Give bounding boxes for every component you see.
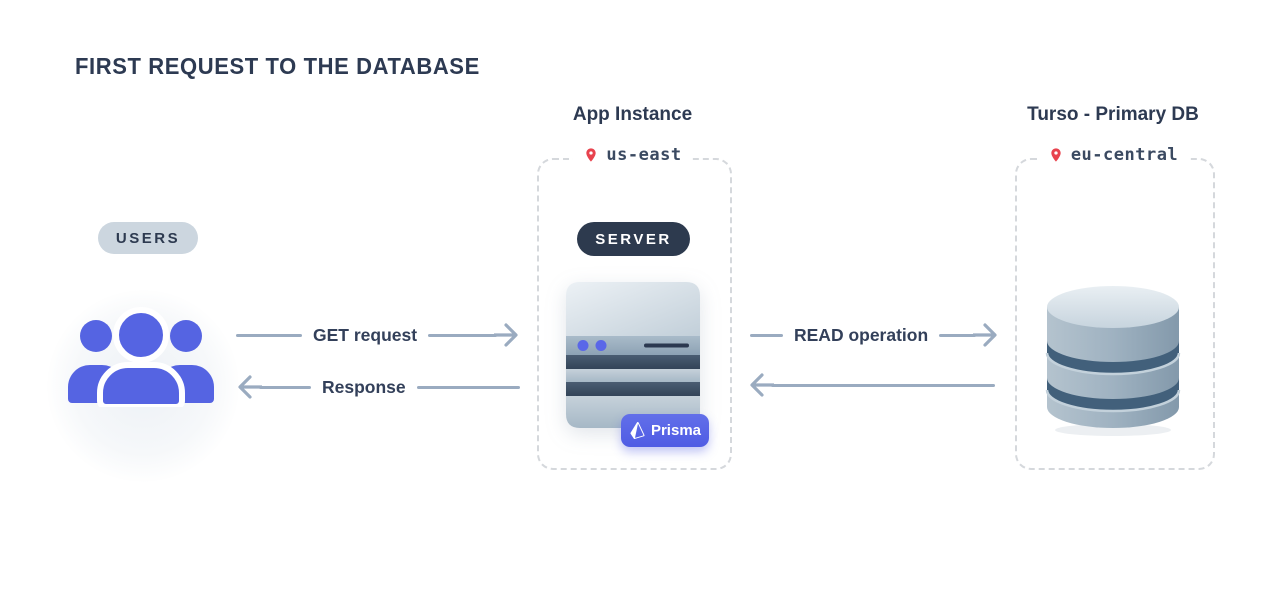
- db-region-label: eu-central: [1070, 145, 1179, 165]
- response-label: Response: [322, 376, 406, 397]
- users-badge: USERS: [98, 222, 198, 254]
- prisma-logo-icon: [630, 422, 645, 439]
- arrow-line: [259, 385, 311, 389]
- database-cylinder-illustration: [1045, 286, 1181, 436]
- arrow-right-icon: [494, 323, 518, 347]
- arrow-line: [939, 333, 976, 337]
- arrow-line: [750, 333, 783, 337]
- app-region-label: us-east: [606, 145, 682, 165]
- db-region: eu-central: [1015, 142, 1211, 168]
- location-pin-icon: [1051, 148, 1061, 162]
- app-instance-heading: App Instance: [572, 104, 693, 125]
- server-badge: SERVER: [577, 222, 690, 256]
- arrow-line: [428, 333, 497, 337]
- server-badge-label: SERVER: [595, 230, 672, 248]
- get-request-label: GET request: [313, 324, 418, 345]
- flow-db-return: [748, 372, 995, 398]
- arrow-line: [771, 383, 995, 387]
- arrow-line: [236, 333, 302, 337]
- arrow-right-icon: [973, 323, 997, 347]
- flow-get-request: GET request: [236, 322, 520, 348]
- arrow-left-icon: [238, 375, 262, 399]
- location-pin-icon: [586, 148, 597, 162]
- arrow-line: [416, 385, 520, 389]
- flow-response: Response: [236, 374, 520, 400]
- read-operation-label: READ operation: [794, 324, 929, 345]
- diagram-title: FIRST REQUEST TO THE DATABASE: [75, 53, 480, 79]
- app-region-inner: us-east: [573, 142, 692, 168]
- primary-db-heading: Turso - Primary DB: [1027, 104, 1199, 125]
- server-illustration: [566, 282, 700, 428]
- flow-read-operation: READ operation: [750, 322, 999, 348]
- db-region-inner: eu-central: [1037, 142, 1189, 168]
- app-region: us-east: [537, 142, 728, 168]
- prisma-badge-label: Prisma: [650, 422, 702, 439]
- arrow-left-icon: [750, 373, 774, 397]
- users-group-icon: [68, 307, 214, 407]
- users-badge-label: USERS: [115, 229, 181, 247]
- prisma-badge: Prisma: [621, 414, 709, 447]
